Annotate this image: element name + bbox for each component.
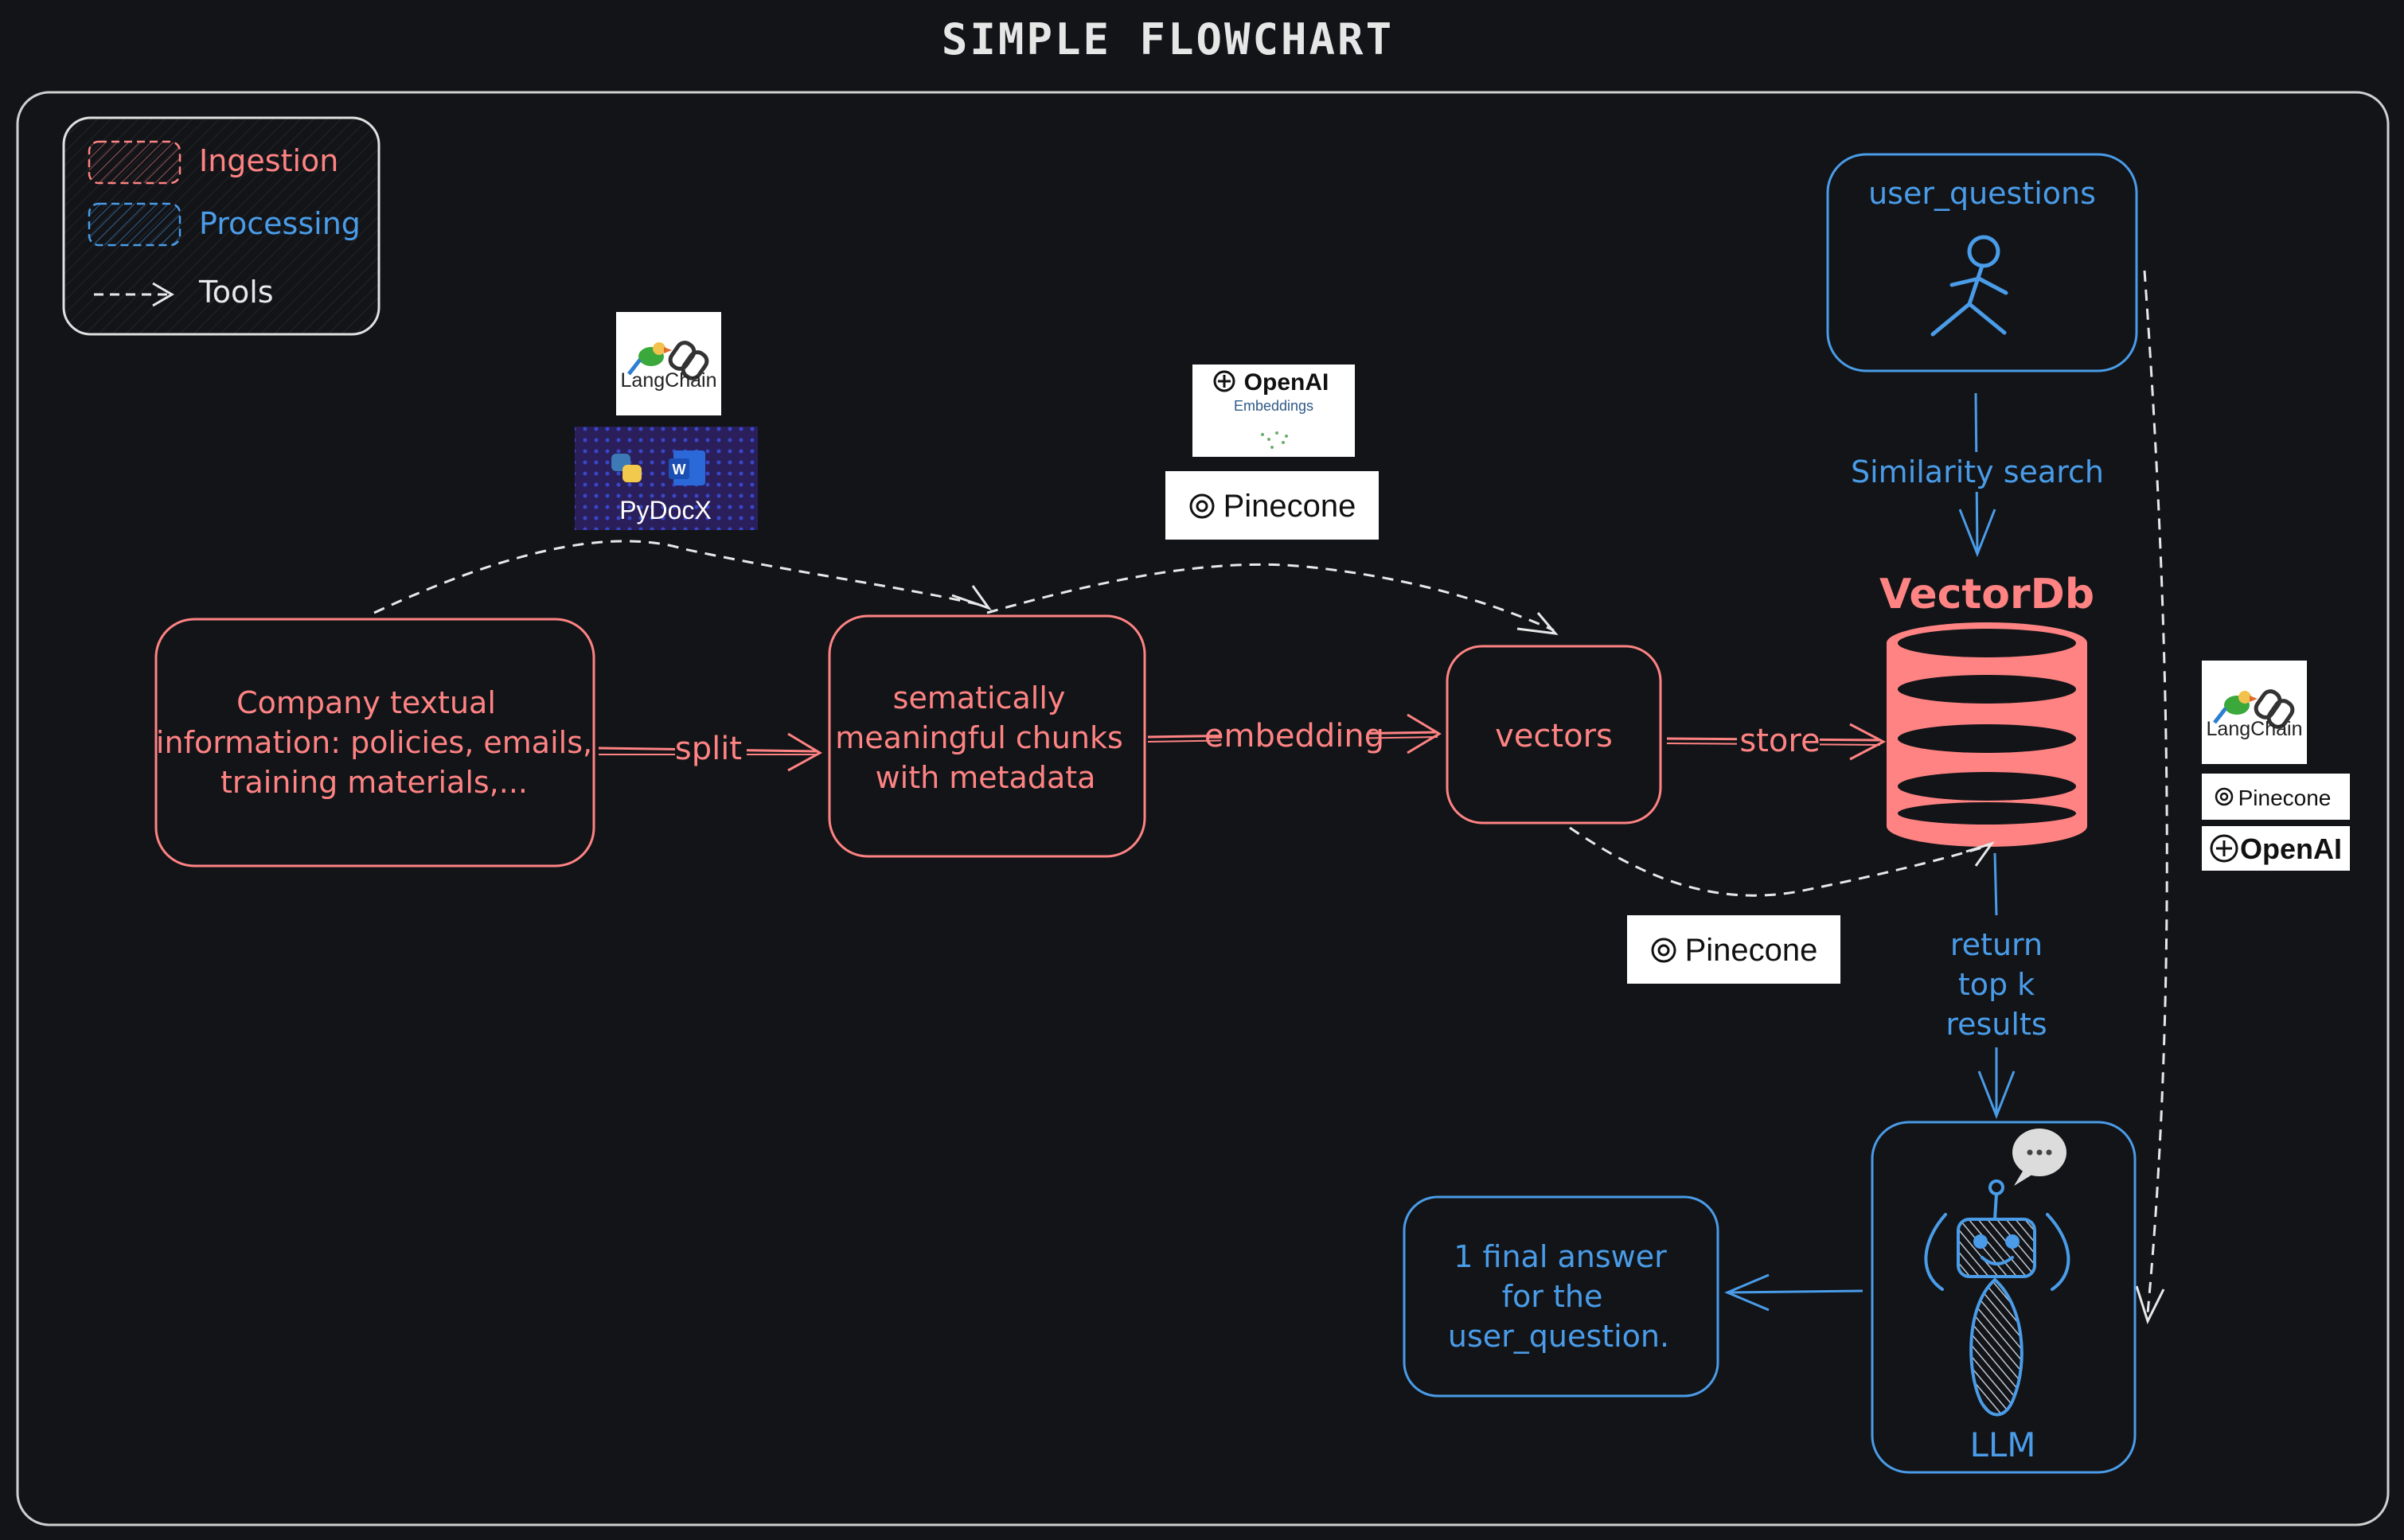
pinecone-icon xyxy=(1651,938,1676,963)
edge-similarity-label: Similarity search xyxy=(1851,454,2104,489)
openai-knot-icon xyxy=(1213,370,1235,392)
node-llm-label: LLM xyxy=(1969,1425,2035,1464)
openai-logo-right: OpenAI xyxy=(2202,826,2350,871)
outer-frame xyxy=(16,91,2390,1526)
database-icon xyxy=(1887,622,2087,847)
node-source: Company textual information: policies, e… xyxy=(154,618,595,867)
tool-arrow-to-vectors xyxy=(986,563,1555,632)
node-vectors-label: vectors xyxy=(1495,718,1613,754)
node-chunks-line-1: sematically xyxy=(893,680,1066,715)
node-user-questions: user_questions xyxy=(1826,153,2138,372)
node-answer-line-2: for the xyxy=(1502,1279,1603,1314)
node-answer-line-3: user_question. xyxy=(1448,1319,1669,1354)
langchain-logo-right: LangChain xyxy=(2202,661,2307,764)
pydocx-logo: W PyDocX xyxy=(575,427,758,530)
parrot-icon xyxy=(2213,691,2258,724)
edge-return-line-2: top k xyxy=(1958,967,2035,1002)
pinecone-icon xyxy=(1189,493,1215,519)
tool-arrow-to-vectordb xyxy=(1569,826,1991,897)
node-source-line-3: training materials,... xyxy=(220,765,528,800)
legend-label-processing: Processing xyxy=(199,206,361,241)
parrot-icon xyxy=(627,342,672,376)
node-chunks-line-2: meaningful chunks xyxy=(835,720,1123,755)
openai-embeddings-logo: OpenAI Embeddings xyxy=(1192,365,1355,457)
speech-bubble-icon xyxy=(2012,1129,2066,1186)
pydocx-logo-label: PyDocX xyxy=(619,496,712,524)
edge-store: store xyxy=(1666,723,1887,761)
svg-text:W: W xyxy=(673,462,686,478)
tool-arrow-to-llm xyxy=(2143,270,2168,1314)
pinecone-logo-top-label: Pinecone xyxy=(1223,489,1356,524)
legend: Ingestion Processing Tools xyxy=(62,116,381,336)
node-source-line-1: Company textual xyxy=(236,685,496,720)
node-vectordb: VectorDb xyxy=(1879,571,2094,847)
edge-return-results: return top k results xyxy=(1945,852,2047,1120)
node-answer: 1 final answer for the user_question. xyxy=(1403,1195,1719,1398)
edge-embedding: embedding xyxy=(1147,713,1442,754)
langchain-logo-top: LangChain xyxy=(616,312,721,415)
langchain-logo-top-label: LangChain xyxy=(621,369,717,392)
edge-store-label: store xyxy=(1739,723,1820,759)
chain-link-icon xyxy=(2254,689,2295,729)
chain-link-icon xyxy=(668,341,709,380)
robot-icon xyxy=(1924,1179,2070,1417)
pinecone-logo-bottom: Pinecone xyxy=(1627,915,1840,984)
word-icon: W xyxy=(669,450,705,485)
tool-arrow-to-chunks xyxy=(373,540,988,614)
python-icon xyxy=(611,454,642,482)
pinecone-logo-right-label: Pinecone xyxy=(2238,786,2332,810)
legend-label-tools: Tools xyxy=(198,275,274,310)
node-source-line-2: information: policies, emails, xyxy=(156,725,592,760)
node-user-questions-label: user_questions xyxy=(1868,176,2096,211)
langchain-logo-right-label: LangChain xyxy=(2207,718,2303,740)
node-chunks-line-3: with metadata xyxy=(876,760,1096,795)
legend-swatch-ingestion xyxy=(88,140,181,185)
openai-embeddings-title: OpenAI xyxy=(1244,369,1329,396)
node-vectors: vectors xyxy=(1446,645,1662,825)
edge-embedding-label: embedding xyxy=(1204,718,1384,754)
page-title: SIMPLE FLOWCHART xyxy=(942,14,1394,64)
pinecone-icon xyxy=(2215,787,2234,806)
edge-return-line-1: return xyxy=(1950,927,2043,962)
edge-to-answer xyxy=(1724,1273,1863,1312)
stick-figure-icon xyxy=(1930,235,2008,337)
pinecone-logo-bottom-label: Pinecone xyxy=(1685,933,1818,968)
openai-embeddings-subtitle: Embeddings xyxy=(1234,398,1313,414)
edge-split: split xyxy=(598,729,823,772)
edge-similarity-search: Similarity search xyxy=(1847,392,2109,558)
edge-return-line-3: results xyxy=(1945,1007,2047,1042)
tool-arrows xyxy=(373,270,2168,1314)
pinecone-logo-right: Pinecone xyxy=(2202,774,2350,820)
edge-split-label: split xyxy=(675,731,742,767)
legend-swatch-processing xyxy=(88,202,181,247)
openai-logo-right-label: OpenAI xyxy=(2240,832,2342,865)
node-llm: LLM xyxy=(1871,1121,2137,1474)
node-vectordb-label: VectorDb xyxy=(1879,571,2094,618)
legend-label-ingestion: Ingestion xyxy=(199,143,338,178)
openai-knot-icon xyxy=(2210,834,2238,863)
pinecone-logo-top: Pinecone xyxy=(1165,471,1379,540)
node-chunks: sematically meaningful chunks with metad… xyxy=(828,614,1146,858)
node-answer-line-1: 1 final answer xyxy=(1454,1239,1667,1274)
